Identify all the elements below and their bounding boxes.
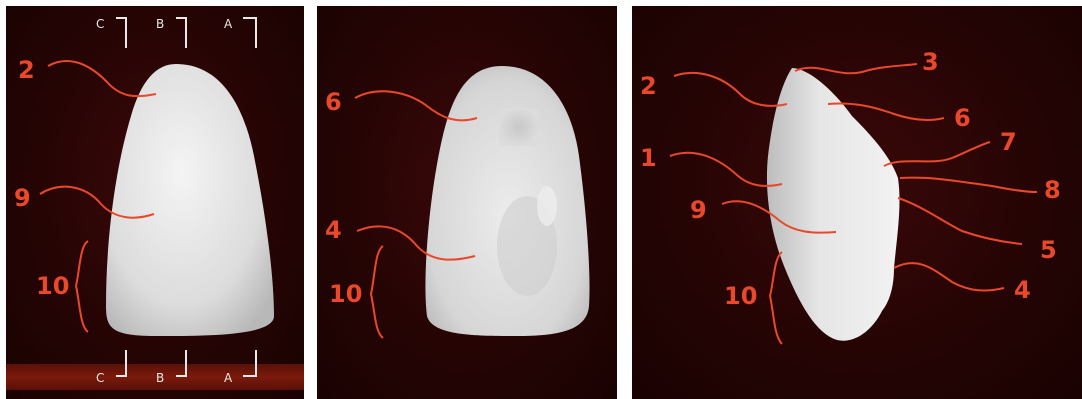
- section-label-a-bottom: A: [224, 372, 232, 384]
- label-2: 2: [18, 58, 35, 82]
- label-8: 8: [1044, 178, 1061, 202]
- section-c-bottom-marker: [116, 350, 126, 376]
- marginal-ridge: [537, 186, 557, 226]
- leader-line-7: [884, 142, 990, 166]
- leader-line-2: [674, 73, 787, 106]
- tooth-facial: [106, 64, 274, 336]
- leader-line-8: [900, 178, 1037, 192]
- label-9: 9: [14, 186, 31, 210]
- section-a-top-marker: [243, 18, 256, 48]
- label-6: 6: [954, 106, 971, 130]
- leader-line-2: [48, 61, 156, 96]
- label-10: 10: [329, 282, 362, 306]
- label-4: 4: [325, 218, 342, 242]
- label-5: 5: [1040, 238, 1057, 262]
- section-label-c-top: C: [96, 18, 104, 30]
- label-10: 10: [724, 284, 757, 308]
- facial-view-drawing: [6, 6, 304, 399]
- section-label-b-bottom: B: [156, 372, 164, 384]
- section-label-c-bottom: C: [96, 372, 104, 384]
- cingulum-pit: [499, 108, 539, 146]
- leader-line-1: [670, 153, 782, 186]
- section-b-bottom-marker: [176, 350, 186, 376]
- proximal-view-panel: 2 1 9 10 3 6 7 8 5 4: [632, 6, 1082, 399]
- bracket-10: [371, 246, 383, 338]
- label-7: 7: [1000, 130, 1017, 154]
- tooth-lingual: [425, 66, 589, 336]
- section-label-b-top: B: [156, 18, 164, 30]
- facial-view-panel: C B A C B A 2 9 10: [6, 6, 304, 399]
- section-b-top-marker: [176, 18, 186, 48]
- label-6: 6: [325, 90, 342, 114]
- label-1: 1: [640, 146, 657, 170]
- bracket-10: [76, 241, 88, 332]
- label-10: 10: [36, 274, 69, 298]
- section-label-a-top: A: [224, 18, 232, 30]
- label-9: 9: [690, 198, 707, 222]
- lingual-view-drawing: [317, 6, 617, 399]
- leader-line-4: [894, 263, 1004, 290]
- bracket-10: [770, 252, 782, 344]
- label-2: 2: [640, 74, 657, 98]
- label-3: 3: [922, 50, 939, 74]
- lingual-view-panel: 6 4 10: [317, 6, 617, 399]
- label-4: 4: [1014, 278, 1031, 302]
- leader-line-3: [795, 64, 917, 73]
- section-a-bottom-marker: [243, 350, 256, 376]
- leader-line-5: [898, 198, 1022, 244]
- section-c-top-marker: [116, 18, 126, 48]
